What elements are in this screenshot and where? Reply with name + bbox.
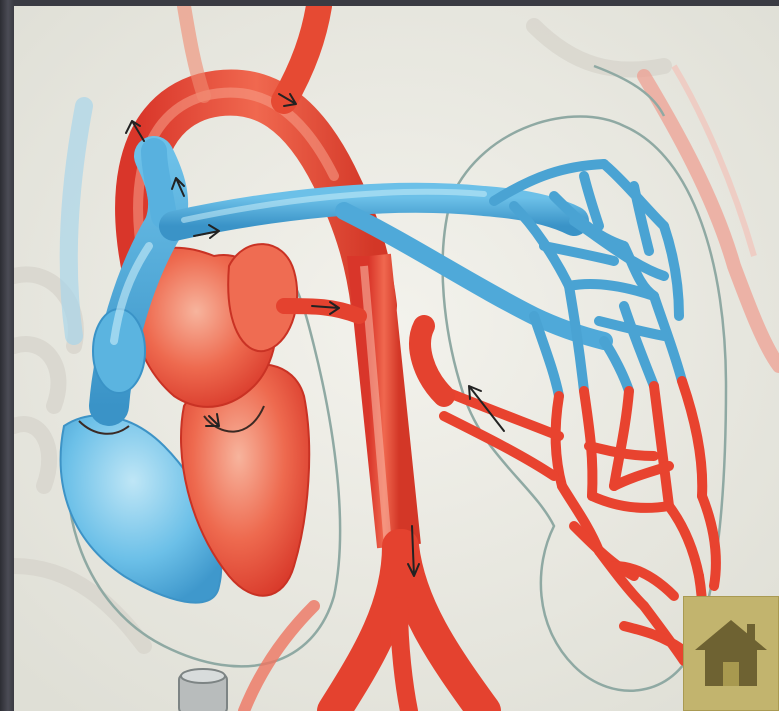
trachea-tube (179, 669, 227, 711)
home-button[interactable] (683, 596, 779, 711)
circulation-illustration (14, 6, 779, 711)
home-icon (693, 618, 769, 688)
circulation-diagram (14, 6, 779, 711)
